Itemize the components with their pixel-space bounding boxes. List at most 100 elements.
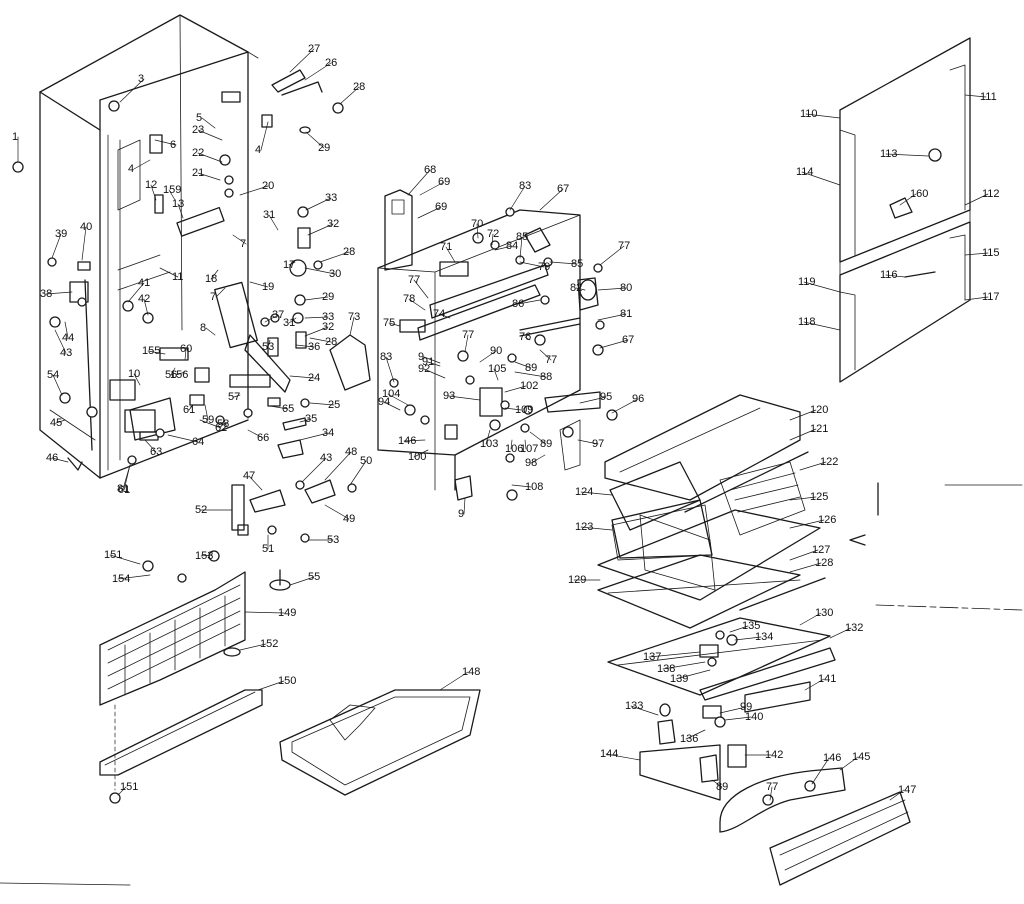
callout-leader-73 xyxy=(349,316,355,336)
callout-90: 90 xyxy=(490,345,502,357)
callout-76: 76 xyxy=(519,331,531,343)
callout-37: 37 xyxy=(272,309,284,321)
callout-61b: 61 xyxy=(118,484,130,496)
callout-leader-86 xyxy=(517,299,541,305)
callout-leader-68 xyxy=(407,169,431,196)
callout-105: 105 xyxy=(488,363,506,375)
callout-leader-18 xyxy=(210,269,219,280)
callout-leader-156 xyxy=(175,371,186,376)
callout-151a: 151 xyxy=(104,549,122,561)
callout-61a: 61 xyxy=(183,404,195,416)
callout-leader-36 xyxy=(295,344,315,348)
callout-79: 79 xyxy=(538,261,550,273)
callout-leader-7a xyxy=(232,234,247,245)
callout-100: 100 xyxy=(408,451,426,463)
door-panels xyxy=(839,37,971,383)
callout-7b: 7 xyxy=(210,291,216,303)
callout-leader-28a xyxy=(339,86,360,105)
callout-77c: 77 xyxy=(462,329,474,341)
evaporator-cover xyxy=(329,189,618,501)
callout-leader-151a xyxy=(109,554,141,565)
callout-leader-82 xyxy=(575,287,586,291)
callout-77b: 77 xyxy=(408,274,420,286)
callout-leader-29b xyxy=(304,296,329,301)
callout-83a: 83 xyxy=(519,180,531,192)
callout-leader-25 xyxy=(309,402,335,406)
callout-leader-77b xyxy=(413,279,429,299)
callout-leader-89a xyxy=(514,361,532,369)
callout-leader-108 xyxy=(511,484,532,488)
callout-leader-85b xyxy=(549,261,578,265)
callout-leader-71 xyxy=(445,246,456,263)
callout-86: 86 xyxy=(512,298,524,310)
callout-28c: 28 xyxy=(325,336,337,348)
callout-118: 118 xyxy=(798,316,816,328)
callout-84: 84 xyxy=(506,240,518,252)
callout-95: 95 xyxy=(600,391,612,403)
callout-leader-77a xyxy=(599,245,625,266)
callout-53a: 53 xyxy=(262,341,274,353)
callout-145: 145 xyxy=(852,751,870,763)
callout-11: 11 xyxy=(172,271,183,283)
callout-77a: 77 xyxy=(618,240,630,252)
callout-leader-32a xyxy=(307,223,334,236)
callout-leader-133 xyxy=(630,705,659,716)
callout-77e: 77 xyxy=(766,781,778,793)
callout-leader-9a xyxy=(423,356,441,364)
callout-67b: 67 xyxy=(622,334,634,346)
callout-leader-146a xyxy=(403,439,426,442)
callout-136: 136 xyxy=(680,733,698,745)
callout-153: 153 xyxy=(195,550,213,562)
callout-leader-136 xyxy=(685,729,706,740)
callout-leader-77e xyxy=(769,786,773,801)
callout-97: 97 xyxy=(592,438,604,450)
callout-68: 68 xyxy=(424,164,436,176)
callout-50: 50 xyxy=(360,455,372,467)
callout-leader-47 xyxy=(248,475,263,491)
callout-19: 19 xyxy=(262,281,274,293)
callout-leader-6 xyxy=(154,139,177,146)
callout-leader-155 xyxy=(147,350,166,355)
callout-3: 3 xyxy=(138,73,144,85)
callout-leader-28c xyxy=(309,337,332,343)
callout-leader-117 xyxy=(964,296,989,301)
callout-26: 26 xyxy=(325,57,337,69)
callout-leader-33b xyxy=(304,316,329,319)
callout-leader-45 xyxy=(55,419,66,424)
callout-leader-116 xyxy=(885,274,906,278)
callout-leader-100 xyxy=(413,449,429,458)
callout-36: 36 xyxy=(308,341,320,353)
callout-leader-75 xyxy=(388,322,401,327)
callout-33b: 33 xyxy=(322,311,334,323)
callout-leader-60 xyxy=(184,348,187,361)
callout-leader-107 xyxy=(524,439,527,450)
callout-45: 45 xyxy=(50,417,62,429)
callout-leader-140 xyxy=(724,716,752,721)
callout-152: 152 xyxy=(260,638,278,650)
callout-33a: 33 xyxy=(325,192,337,204)
callout-leader-12 xyxy=(150,184,157,201)
callout-leader-49 xyxy=(324,504,350,520)
callout-25: 25 xyxy=(328,399,340,411)
callout-24: 24 xyxy=(308,372,320,384)
callout-leader-63 xyxy=(144,439,157,453)
callout-64: 64 xyxy=(192,436,204,448)
callout-83b: 83 xyxy=(380,351,392,363)
callout-155: 155 xyxy=(142,345,160,357)
callout-88: 88 xyxy=(540,371,552,383)
callout-28b: 28 xyxy=(343,246,355,258)
callout-leader-110 xyxy=(805,113,841,119)
callout-leader-81b xyxy=(122,464,131,490)
callout-leader-72 xyxy=(491,233,494,246)
callout-52: 52 xyxy=(195,504,207,516)
callout-leader-85a xyxy=(519,236,523,259)
callout-leader-160 xyxy=(899,193,917,206)
callout-leader-23 xyxy=(197,129,223,141)
callout-89a: 89 xyxy=(525,362,537,374)
callout-leader-11 xyxy=(159,267,179,278)
callout-51: 51 xyxy=(262,543,274,555)
callout-57: 57 xyxy=(228,391,240,403)
callout-leader-66 xyxy=(247,429,264,439)
callout-94: 94 xyxy=(378,396,390,408)
